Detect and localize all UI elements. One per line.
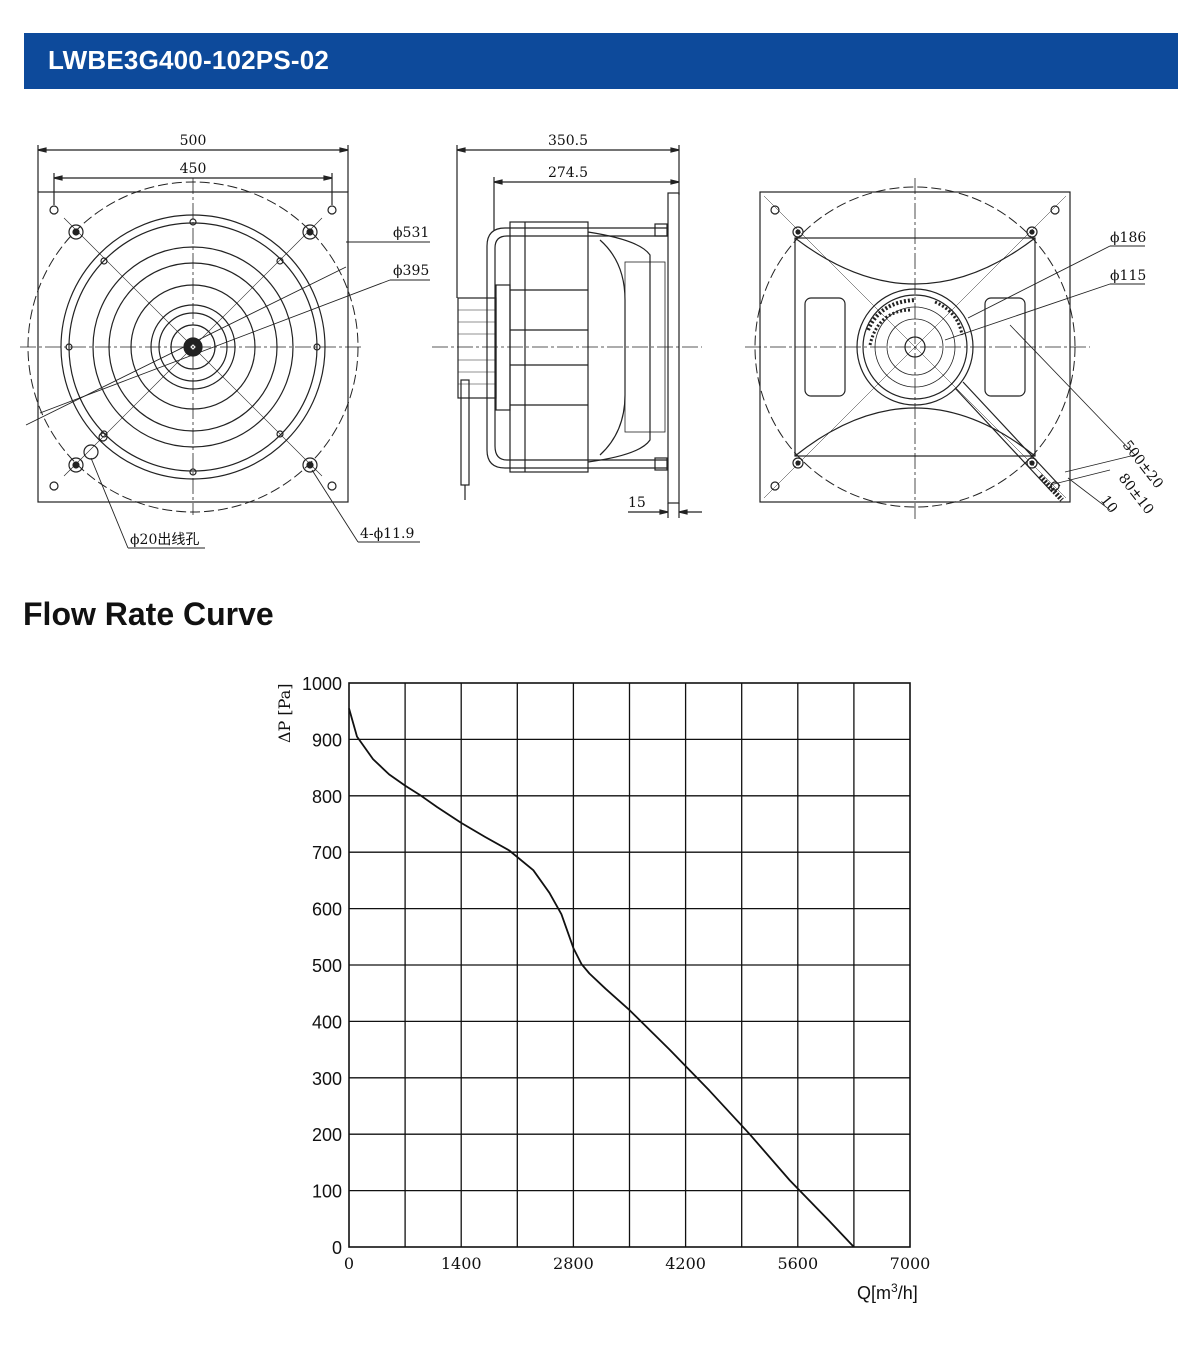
dim-holes-label: 4-ϕ11.9: [360, 526, 414, 542]
dim-3505-label: 350.5: [548, 133, 588, 149]
x-tick-label: 2800: [553, 1254, 594, 1273]
x-tick-label: 4200: [665, 1254, 706, 1273]
dim-cable3-label: 10: [1097, 493, 1121, 517]
dim-d395-label: ϕ395: [393, 263, 429, 279]
y-tick-label: 600: [312, 900, 342, 920]
y-tick-label: 200: [312, 1125, 342, 1145]
y-tick-label: 1000: [302, 674, 342, 694]
dim-d186-label: ϕ186: [1110, 230, 1146, 246]
y-tick-label: 400: [312, 1012, 342, 1032]
section-title: Flow Rate Curve: [23, 596, 274, 632]
dim-d531-label: ϕ531: [393, 225, 429, 241]
x-tick-label: 7000: [890, 1254, 931, 1273]
x-tick-label: 0: [344, 1254, 354, 1273]
dim-500-label: 500: [180, 133, 207, 149]
dim-hole20-label: ϕ20出线孔: [130, 532, 199, 548]
dim-2745-label: 274.5: [548, 165, 588, 181]
pressure-flow-curve: [348, 708, 855, 1248]
side-view-drawing: 350.5 274.5: [432, 133, 702, 518]
dim-15-label: 15: [628, 495, 646, 511]
y-tick-label: 100: [312, 1182, 342, 1202]
y-tick-label: 700: [312, 843, 342, 863]
flow-rate-chart: 0 100 200 300 400 500 600 700 800 900 1000 0 1400 280…: [275, 674, 931, 1303]
x-axis-label: Q[m3/h]: [857, 1281, 918, 1303]
model-title: LWBE3G400-102PS-02: [48, 45, 330, 75]
y-tick-label: 0: [332, 1238, 342, 1258]
dim-d115-label: ϕ115: [1110, 268, 1146, 284]
rear-view-drawing: ϕ186 ϕ115 500±20 80±10 10: [745, 178, 1166, 520]
x-tick-label: 5600: [777, 1254, 818, 1273]
y-tick-label: 800: [312, 787, 342, 807]
y-tick-label: 500: [312, 956, 342, 976]
front-view-drawing: 500 450: [20, 133, 430, 549]
y-axis-label: ΔP [Pa]: [275, 684, 294, 743]
x-tick-label: 1400: [441, 1254, 482, 1273]
model-header-banner: LWBE3G400-102PS-02: [24, 33, 1178, 89]
y-tick-label: 300: [312, 1069, 342, 1089]
dimension-drawings: 500 450: [20, 133, 1166, 549]
y-tick-label: 900: [312, 730, 342, 750]
dim-450-label: 450: [180, 161, 207, 177]
